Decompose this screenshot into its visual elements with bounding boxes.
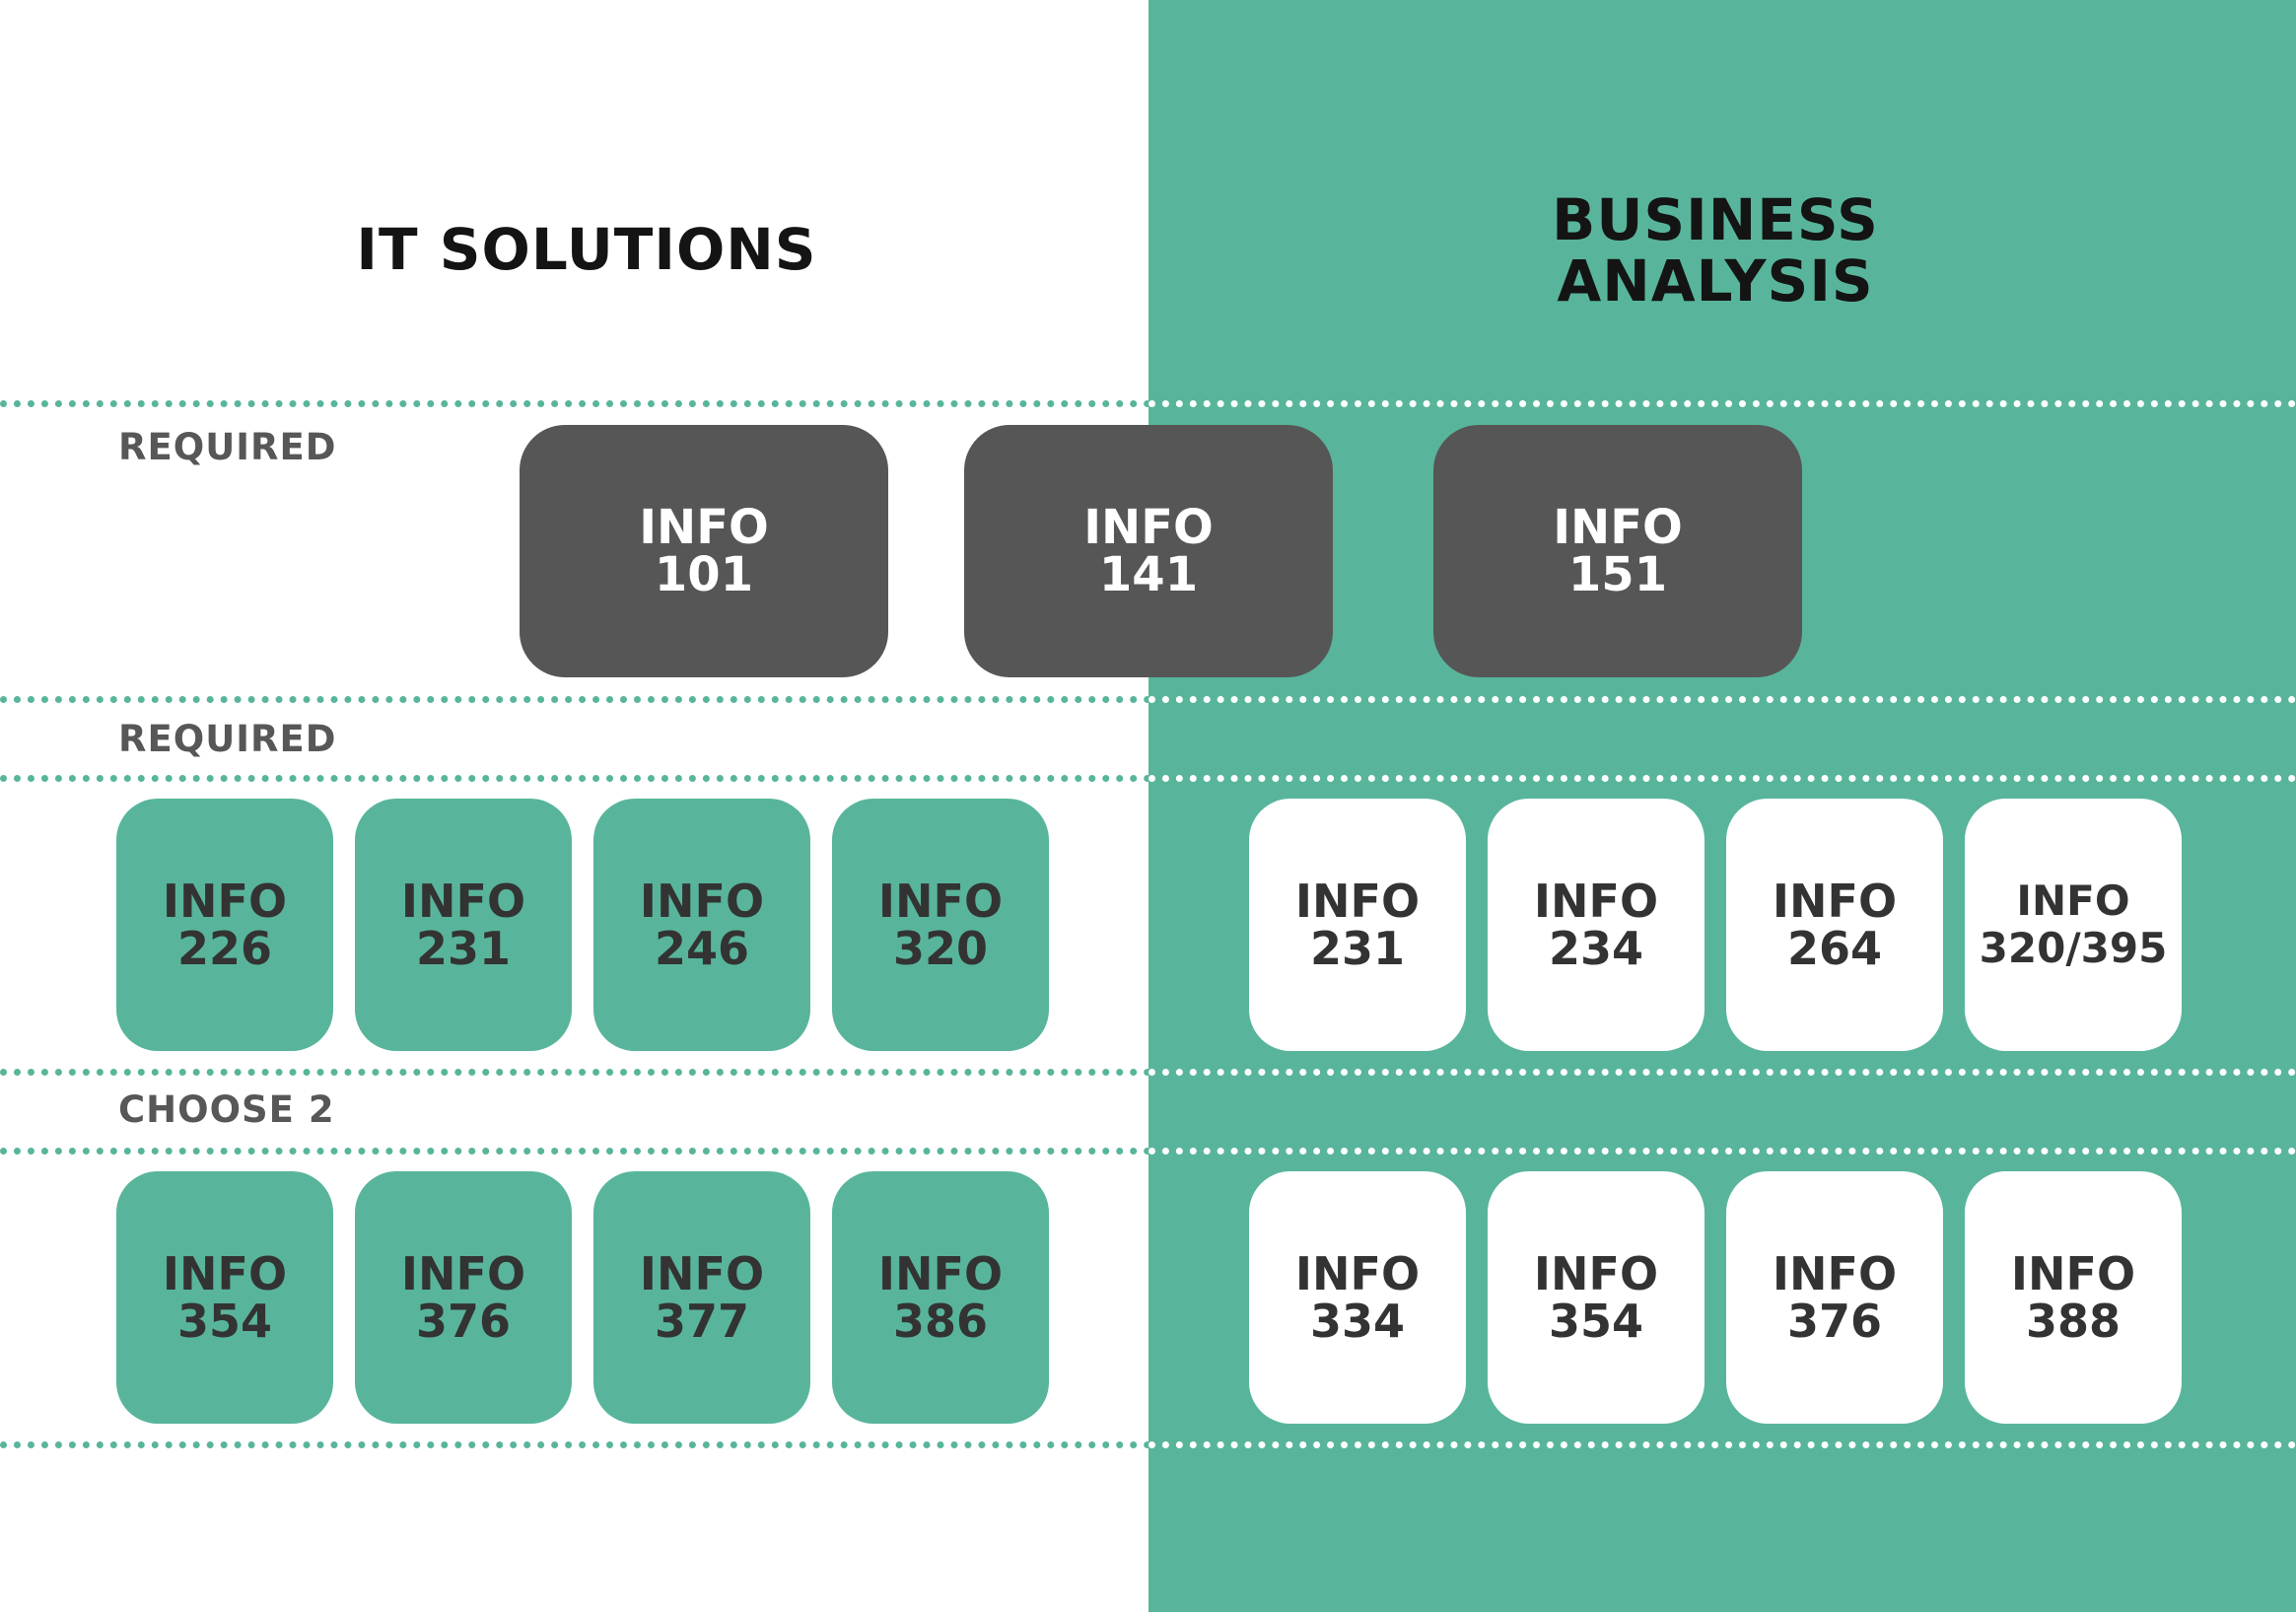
course-subject: INFO [162,875,288,928]
course-subject: INFO [1533,875,1659,928]
course-subject: INFO [2010,1247,2136,1300]
course-number: 264 [1786,922,1883,975]
course-box-it-required-1: INFO 226 [116,799,333,1051]
business-analysis-heading: BUSINESS ANALYSIS [1479,189,1952,312]
course-box-ba-required-1: INFO 231 [1249,799,1466,1051]
divider-5 [0,1148,2296,1155]
course-box-it-elective-3: INFO 377 [593,1171,810,1424]
course-subject: INFO [1083,500,1214,555]
course-number: 334 [1309,1295,1406,1348]
course-box-ba-elective-2: INFO 354 [1488,1171,1705,1424]
course-number: 226 [176,922,273,975]
course-subject: INFO [639,1247,765,1300]
course-box-it-required-3: INFO 246 [593,799,810,1051]
course-box-core-1: INFO 101 [520,425,888,677]
course-number: 141 [1098,547,1199,602]
course-subject: INFO [877,875,1004,928]
course-subject: INFO [400,875,526,928]
divider-5-right [1148,1148,2296,1155]
course-number: 151 [1567,547,1668,602]
course-box-ba-required-4: INFO 320/395 [1965,799,2182,1051]
divider-3-right [1148,775,2296,782]
course-number: 234 [1548,922,1644,975]
course-box-ba-required-2: INFO 234 [1488,799,1705,1051]
course-box-it-required-4: INFO 320 [832,799,1049,1051]
course-box-it-elective-2: INFO 376 [355,1171,572,1424]
course-number: 231 [415,922,512,975]
course-number: 101 [654,547,754,602]
course-number: 377 [654,1295,750,1348]
course-box-ba-elective-1: INFO 334 [1249,1171,1466,1424]
course-box-core-2: INFO 141 [964,425,1333,677]
divider-6-right [1148,1441,2296,1448]
course-number: 246 [654,922,750,975]
course-number: 231 [1309,922,1406,975]
course-number: 354 [176,1295,273,1348]
divider-4 [0,1069,2296,1076]
course-subject: INFO [2016,876,2130,925]
course-subject: INFO [1294,1247,1421,1300]
divider-2 [0,696,2296,703]
row-label-choose: CHOOSE 2 [118,1088,335,1131]
course-number: 376 [1786,1295,1883,1348]
course-subject: INFO [1772,875,1898,928]
course-box-core-3: INFO 151 [1433,425,1802,677]
course-subject: INFO [400,1247,526,1300]
course-subject: INFO [1772,1247,1898,1300]
course-number: 320 [892,922,989,975]
course-subject: INFO [1533,1247,1659,1300]
course-subject: INFO [1294,875,1421,928]
business-analysis-heading-line2: ANALYSIS [1557,247,1874,315]
course-subject: INFO [877,1247,1004,1300]
course-number: 354 [1548,1295,1644,1348]
course-number: 376 [415,1295,512,1348]
business-analysis-heading-line1: BUSINESS [1552,186,1879,253]
course-subject: INFO [639,875,765,928]
it-solutions-heading: IT SOLUTIONS [356,216,817,283]
divider-6 [0,1441,2296,1448]
course-box-it-required-2: INFO 231 [355,799,572,1051]
course-subject: INFO [1553,500,1683,555]
course-number: 320/395 [1979,924,2168,972]
divider-1 [0,400,2296,407]
course-subject: INFO [162,1247,288,1300]
course-box-it-elective-4: INFO 386 [832,1171,1049,1424]
row-label-core: REQUIRED [118,426,337,468]
divider-4-right [1148,1069,2296,1076]
course-number: 388 [2025,1295,2122,1348]
course-box-it-elective-1: INFO 354 [116,1171,333,1424]
course-number: 386 [892,1295,989,1348]
course-subject: INFO [639,500,769,555]
course-box-ba-elective-4: INFO 388 [1965,1171,2182,1424]
course-box-ba-elective-3: INFO 376 [1726,1171,1943,1424]
divider-3 [0,775,2296,782]
divider-2-right [1148,696,2296,703]
course-box-ba-required-3: INFO 264 [1726,799,1943,1051]
row-label-required: REQUIRED [118,718,337,760]
divider-1-right [1148,400,2296,407]
